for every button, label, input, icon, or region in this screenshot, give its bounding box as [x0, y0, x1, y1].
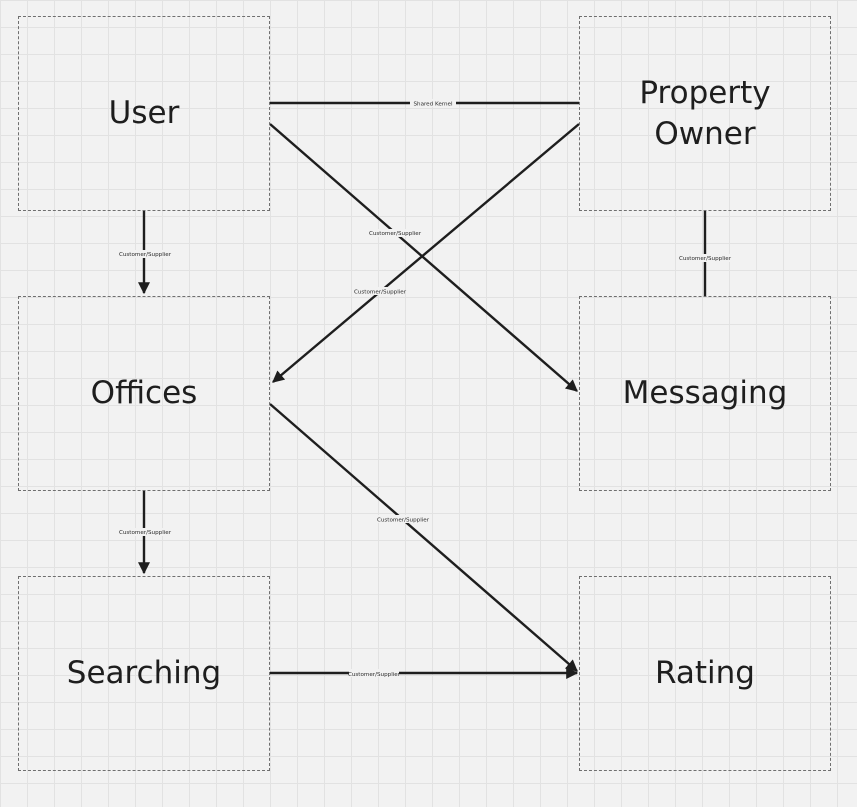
node-offices[interactable]: Offices — [18, 296, 270, 491]
edge-owner-offices[interactable]: Customer/Supplier — [272, 123, 580, 383]
node-messaging-label: Messaging — [622, 375, 788, 412]
edge-offices-searching[interactable]: Customer/Supplier — [119, 491, 172, 575]
node-rating-label: Rating — [655, 655, 755, 692]
edge-user-offices[interactable]: Customer/Supplier — [119, 211, 172, 295]
edge-owner-messaging[interactable]: Customer/Supplier — [679, 211, 732, 296]
edge-label-user-messaging: Customer/Supplier — [369, 231, 422, 237]
edge-label-owner-messaging: Customer/Supplier — [679, 256, 732, 262]
edge-label-offices-searching: Customer/Supplier — [119, 530, 172, 536]
edge-offices-rating[interactable]: Customer/Supplier — [269, 403, 578, 672]
edge-label-searching-rating: Customer/Supplier — [348, 672, 401, 678]
node-user[interactable]: User — [18, 16, 270, 211]
node-searching[interactable]: Searching — [18, 576, 270, 771]
edge-user-owner[interactable]: Shared Kernel — [270, 99, 579, 108]
edge-user-messaging[interactable]: Customer/Supplier — [269, 123, 578, 392]
node-searching-label: Searching — [66, 655, 222, 692]
node-property-owner-label: Property Owner — [639, 74, 771, 152]
node-property-owner[interactable]: Property Owner — [579, 16, 831, 211]
node-messaging[interactable]: Messaging — [579, 296, 831, 491]
node-offices-label: Offices — [90, 375, 198, 412]
node-user-label: User — [108, 95, 180, 132]
edge-label-user-owner: Shared Kernel — [413, 102, 452, 108]
edge-label-offices-rating: Customer/Supplier — [377, 518, 430, 524]
edge-label-user-offices: Customer/Supplier — [119, 252, 172, 258]
node-rating[interactable]: Rating — [579, 576, 831, 771]
edge-searching-rating[interactable]: Customer/Supplier — [270, 667, 579, 679]
edge-label-owner-offices: Customer/Supplier — [354, 290, 407, 296]
